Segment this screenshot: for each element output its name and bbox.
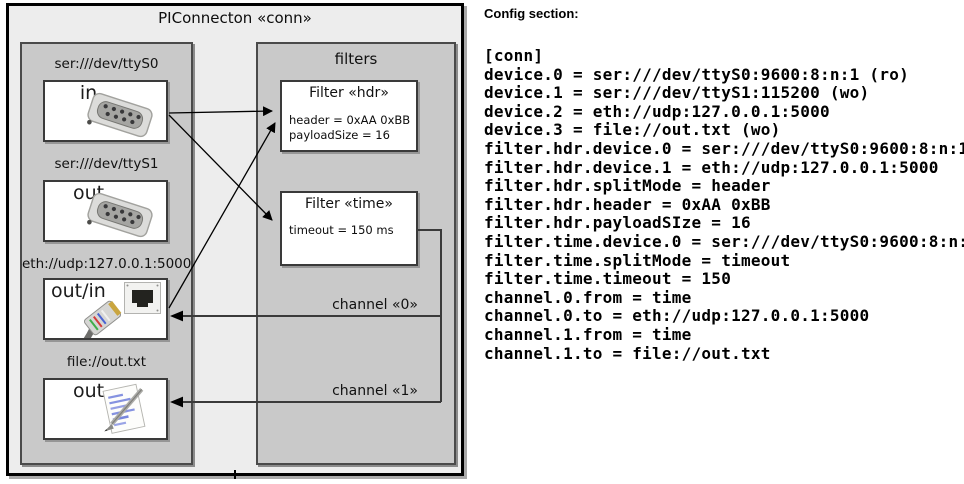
device-direction-label: out/in	[51, 280, 106, 302]
device-box-file: out	[43, 378, 168, 440]
serial-connector-image	[87, 92, 153, 138]
device-label-eth: eth://udp:127.0.0.1:5000	[22, 256, 192, 272]
serial-connector-image	[87, 192, 153, 238]
config-section: Config section: [conn] device.0 = ser://…	[484, 6, 964, 363]
diagram-title: PIConnecton «conn»	[158, 9, 312, 27]
filter-hdr-title: Filter «hdr»	[309, 85, 389, 101]
device-label-file: file://out.txt	[66, 354, 147, 370]
rj45-socket-icon	[124, 282, 161, 314]
filter-time-properties: timeout = 150 ms	[289, 223, 394, 237]
filter-time-box: Filter «time» timeout = 150 ms	[280, 191, 418, 266]
channel-1-label: channel «1»	[332, 383, 418, 399]
config-section-title: Config section:	[484, 6, 579, 21]
connection-diagram: PIConnecton «conn» ser:///dev/ttyS0 in s…	[0, 0, 470, 484]
device-label-ttys1: ser:///dev/ttyS1	[54, 156, 159, 172]
rj45-plug-image	[80, 300, 122, 338]
notes-file-image	[102, 383, 146, 434]
device-label-ttys0: ser:///dev/ttyS0	[54, 56, 159, 72]
filters-panel-title: filters	[334, 50, 378, 68]
devices-panel: ser:///dev/ttyS0 in ser:///dev/ttyS1 out	[20, 42, 193, 465]
device-box-eth: out/in	[43, 278, 168, 340]
device-box-ttys0: in	[43, 80, 168, 142]
channel-0-label: channel «0»	[332, 297, 418, 313]
filter-hdr-property-payloadsize: payloadSize = 16	[289, 128, 390, 142]
config-text: [conn] device.0 = ser:///dev/ttyS0:9600:…	[484, 46, 964, 363]
device-direction-label: out	[72, 380, 105, 402]
filter-hdr-property-header: header = 0xAA 0xBB	[289, 113, 411, 127]
device-box-ttys1: out	[43, 180, 168, 242]
filter-time-title: Filter «time»	[305, 196, 393, 212]
